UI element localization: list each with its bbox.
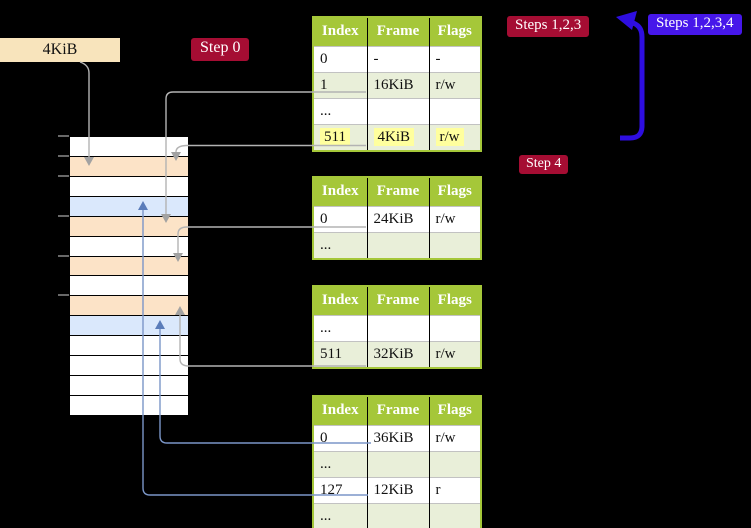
table-cell: ... [313,232,367,259]
table-header-cell: Index [313,286,367,316]
table-row: ... [313,451,481,478]
table-cell: 0 [313,206,367,233]
steps-1-2-3-4-label: Steps 1,2,3,4 [648,14,742,35]
memory-row-white [69,235,189,257]
table-cell: ... [313,98,367,125]
table-cell: r [428,477,481,504]
steps-1-2-3-label: Steps 1,2,3 [507,16,590,37]
table-cell: ... [313,315,367,342]
table-cell: 127 [313,477,367,504]
memory-row-white [69,136,189,157]
table-cell: r/w [428,124,481,151]
table-header-cell: Index [313,396,367,426]
table-row: ... [313,503,481,528]
table-cell: 16KiB [366,72,429,99]
table-header-cell: Frame [366,177,429,207]
table-cell: - [366,46,429,73]
table-header-cell: Index [313,177,367,207]
memory-row-peach [69,255,189,277]
table-cell: 12KiB [366,477,429,504]
table-cell: 0 [313,425,367,452]
memory-row-blue [69,195,189,217]
memory-row-peach [69,215,189,237]
table-row: ... [313,98,481,125]
table-cell: ... [313,451,367,478]
table-cell [366,503,429,528]
table-cell: 0 [313,46,367,73]
table-cell [366,451,429,478]
memory-row-white [69,394,189,416]
table-cell [428,315,481,342]
memory-row-white [69,275,189,297]
table-cell: 4KiB [366,124,429,151]
table-cell: r/w [428,206,481,233]
memory-row-peach [69,295,189,317]
highlighted-value: 4KiB [373,128,415,146]
table-header-cell: Index [313,17,367,47]
table-row: 511 4KiB r/w [313,124,481,151]
table-cell [428,98,481,125]
table-cell: 1 [313,72,367,99]
table-header-cell: Flags [428,286,481,316]
table-cell: - [428,46,481,73]
table-cell [366,315,429,342]
table-cell: 511 [313,124,367,151]
table-cell: r/w [428,425,481,452]
table-header-cell: Frame [366,396,429,426]
table-cell: 36KiB [366,425,429,452]
highlighted-value: 511 [320,128,350,146]
table-cell [428,232,481,259]
page-size-box: 4KiB [0,38,120,62]
table-cell [366,98,429,125]
table-cell: 511 [313,341,367,368]
steps-1-2-3-4-arrow [616,11,645,141]
memory-row-white [69,335,189,357]
table-cell: 24KiB [366,206,429,233]
table-cell [428,451,481,478]
table-header-cell: Flags [428,17,481,47]
table-cell [366,232,429,259]
memory-row-white [69,355,189,377]
memory-row-white [69,175,189,197]
step-4-label: Step 4 [519,155,569,174]
table-row: ... [313,315,481,342]
table-header-cell: Flags [428,177,481,207]
table-row: ... [313,232,481,259]
memory-row-white [69,375,189,396]
memory-row-peach [69,155,189,177]
table-cell: 32KiB [366,341,429,368]
table-cell: r/w [428,341,481,368]
table-header-cell: Flags [428,396,481,426]
table-header-cell: Frame [366,286,429,316]
memory-strip [69,136,189,416]
table-cell [428,503,481,528]
step-0-label: Step 0 [191,38,250,61]
memory-row-blue [69,315,189,337]
address-tick-marks [58,135,69,296]
table-cell: ... [313,503,367,528]
table-cell: r/w [428,72,481,99]
highlighted-value: r/w [435,128,464,146]
table-header-cell: Frame [366,17,429,47]
table-row: 0-- [313,46,481,73]
